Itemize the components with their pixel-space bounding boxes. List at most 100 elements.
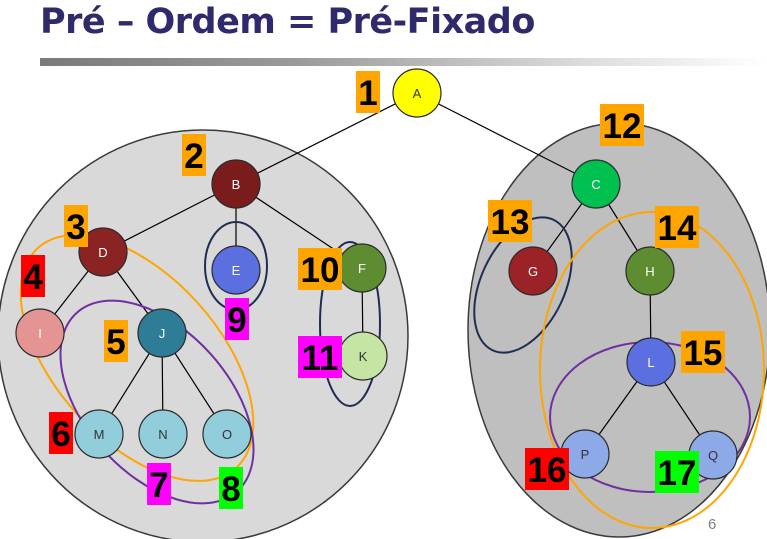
tree-nodes: A B C D E F G H I J K L M N O P Q	[15, 68, 738, 480]
node-circle	[211, 245, 261, 295]
node-label: O	[222, 427, 232, 442]
node-circle	[137, 308, 187, 358]
node-f: F	[337, 243, 387, 293]
badge-number: 4	[23, 258, 43, 297]
ring-f-subtree	[319, 241, 381, 407]
badge-number: 16	[528, 451, 567, 490]
node-o: O	[202, 409, 252, 459]
badge-background	[655, 451, 699, 493]
node-label: P	[581, 447, 590, 462]
visit-badge-7: 7	[147, 463, 171, 505]
visit-badge-12: 12	[600, 104, 644, 146]
visit-badge-1: 1	[356, 71, 380, 113]
visit-badge-4: 4	[21, 255, 45, 297]
node-j: J	[137, 308, 187, 358]
badge-background	[182, 134, 206, 176]
badge-number: 14	[658, 209, 697, 248]
visit-badge-17: 17	[655, 451, 699, 493]
node-label: M	[94, 427, 105, 442]
visit-badge-3: 3	[64, 205, 88, 247]
badge-background	[488, 200, 532, 242]
node-circle	[508, 246, 558, 296]
node-i: I	[15, 308, 65, 358]
node-label: K	[359, 349, 368, 364]
node-circle	[625, 246, 675, 296]
slide-title: Pré – Ordem = Pré-Fixado	[40, 2, 535, 42]
badge-number: 9	[227, 301, 246, 340]
node-circle	[211, 159, 261, 209]
visit-badge-14: 14	[655, 206, 699, 248]
badge-background	[655, 206, 699, 248]
node-circle	[78, 227, 128, 277]
visit-badge-6: 6	[49, 412, 73, 454]
badge-number: 10	[301, 251, 340, 290]
visit-badge-13: 13	[488, 200, 532, 242]
badge-number: 17	[658, 454, 697, 493]
visit-badge-10: 10	[298, 248, 342, 290]
node-circle	[74, 409, 124, 459]
node-b: B	[211, 159, 261, 209]
badge-number: 13	[491, 203, 530, 242]
visit-badge-2: 2	[182, 134, 206, 176]
badge-number: 15	[684, 334, 723, 373]
badge-background	[356, 71, 380, 113]
badge-number: 6	[51, 415, 70, 454]
badge-number: 12	[603, 107, 642, 146]
badge-number: 11	[302, 339, 339, 378]
node-c: C	[571, 159, 621, 209]
visit-badge-15: 15	[681, 331, 725, 373]
node-p: P	[560, 429, 610, 479]
ring-h-subtree	[539, 211, 765, 529]
badge-number: 8	[221, 470, 240, 509]
node-d: D	[78, 227, 128, 277]
node-k: K	[338, 331, 388, 381]
node-e: E	[211, 245, 261, 295]
badge-number: 7	[149, 466, 168, 505]
badge-background	[298, 336, 342, 378]
ring-g	[473, 216, 573, 354]
visit-badge-9: 9	[225, 298, 249, 340]
node-label: G	[528, 264, 538, 279]
node-h: H	[625, 246, 675, 296]
node-label: J	[159, 326, 166, 341]
visit-badge-8: 8	[219, 467, 243, 509]
node-a: A	[392, 68, 442, 118]
node-label: E	[232, 263, 241, 278]
badge-number: 5	[106, 323, 125, 362]
node-label: N	[158, 427, 167, 442]
node-n: N	[138, 409, 188, 459]
node-l: L	[626, 337, 676, 387]
node-m: M	[74, 409, 124, 459]
visit-badge-5: 5	[104, 320, 128, 362]
badge-background	[104, 320, 128, 362]
badge-background	[21, 255, 45, 297]
badge-background	[298, 248, 342, 290]
node-label: H	[645, 264, 654, 279]
badge-number: 2	[184, 137, 203, 176]
edge-b-d	[102, 183, 237, 253]
badge-background	[49, 412, 73, 454]
node-circle	[571, 159, 621, 209]
badge-background	[525, 448, 569, 490]
badge-background	[681, 331, 725, 373]
node-label: L	[647, 355, 654, 370]
node-circle	[626, 337, 676, 387]
visit-badge-11: 11	[298, 336, 342, 378]
badge-background	[64, 205, 88, 247]
node-g: G	[508, 246, 558, 296]
node-circle	[138, 409, 188, 459]
edge-a-c	[416, 92, 597, 185]
badge-number: 1	[358, 74, 377, 113]
badge-background	[225, 298, 249, 340]
node-circle	[15, 308, 65, 358]
node-label: D	[98, 245, 107, 260]
node-label: F	[358, 261, 366, 276]
node-label: Q	[708, 448, 718, 463]
node-circle	[392, 68, 442, 118]
node-label: B	[232, 177, 241, 192]
node-label: I	[38, 326, 42, 341]
badge-number: 3	[66, 208, 85, 247]
badge-background	[600, 104, 644, 146]
edge-a-b	[235, 92, 418, 185]
